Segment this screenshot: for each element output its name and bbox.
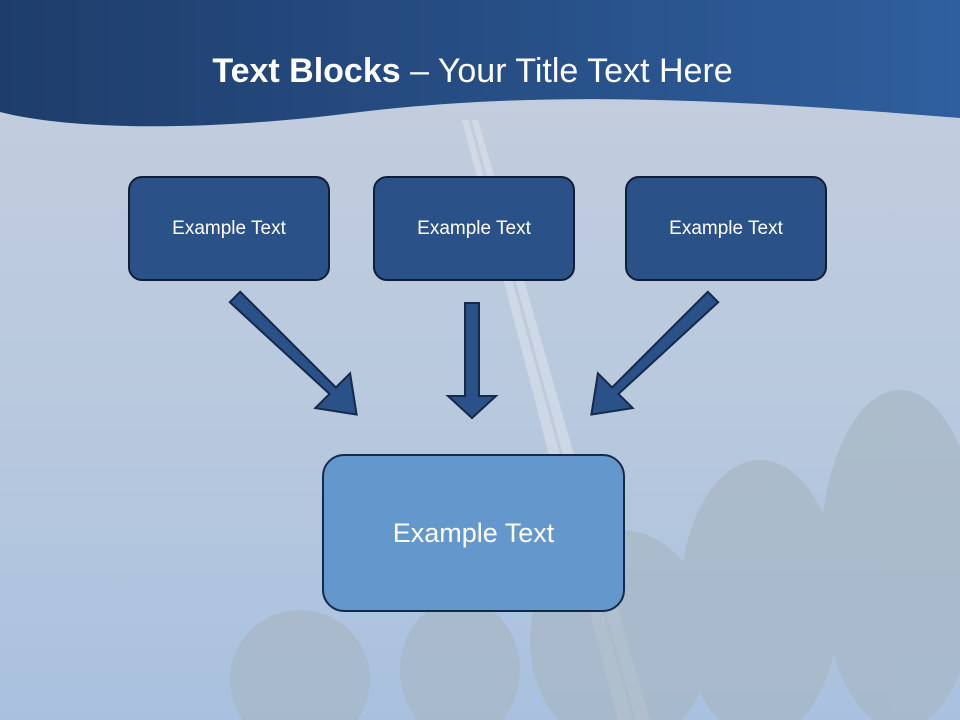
title-rest-part: Your Title Text Here: [437, 52, 733, 90]
text-block-center: Example Text: [373, 176, 575, 281]
text-block-result-label: Example Text: [392, 517, 555, 548]
text-block-center-label: Example Text: [417, 217, 531, 239]
header-band: [0, 0, 960, 127]
text-block-result: Example Text: [322, 454, 625, 612]
text-block-left: Example Text: [128, 176, 330, 281]
arrow-down: [445, 302, 499, 420]
text-block-right: Example Text: [625, 176, 827, 281]
arrow-down-right: [228, 290, 358, 416]
title-dash: –: [400, 52, 438, 90]
text-block-right-label: Example Text: [669, 217, 783, 239]
trees-photo-decoration: [230, 390, 960, 720]
slide-title: Text Blocks – Your Title Text Here: [0, 52, 945, 91]
arrow-down-left: [590, 290, 720, 416]
text-block-left-label: Example Text: [172, 217, 286, 239]
title-bold-part: Text Blocks: [212, 52, 401, 90]
